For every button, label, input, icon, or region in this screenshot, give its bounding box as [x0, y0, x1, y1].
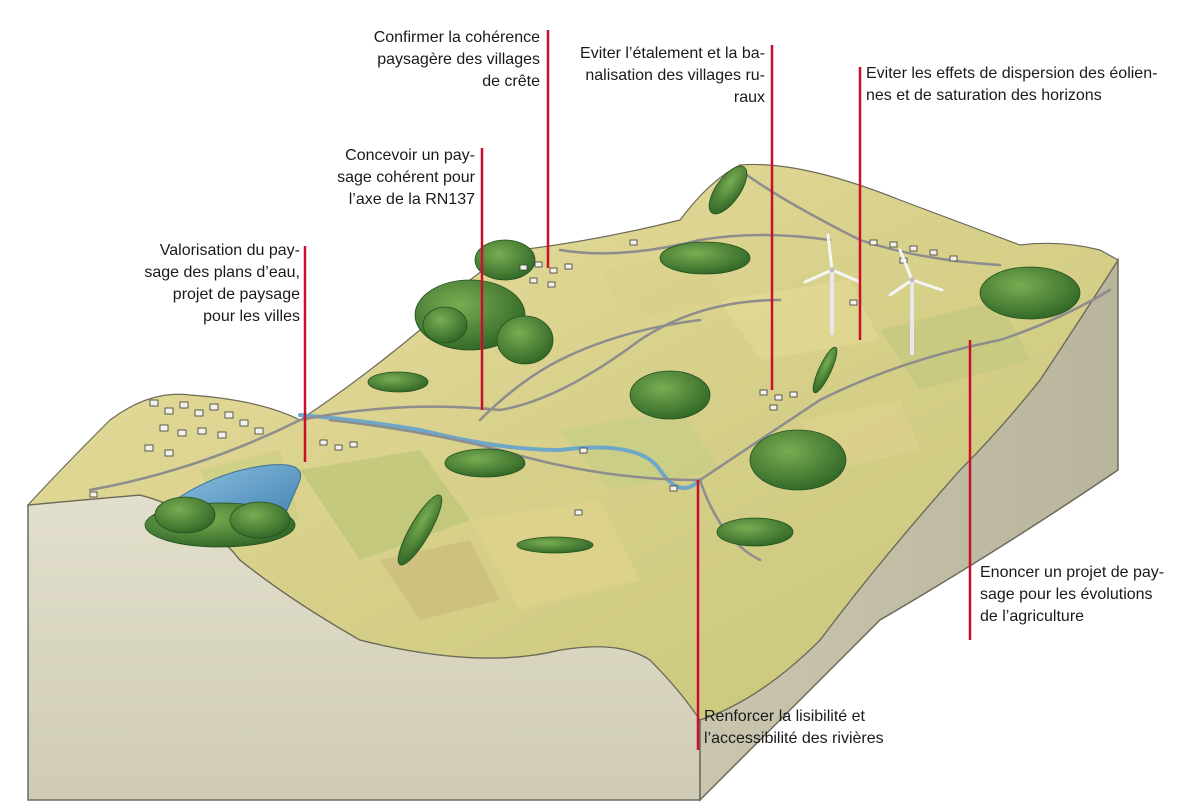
hedge-2 — [397, 494, 443, 566]
label-eoliennes-line-1: Eviter les effets de dispersion des éoli… — [866, 65, 1158, 82]
label-rivieres-line-1: Renforcer la lisibilité et — [704, 708, 865, 725]
label-rn137-line-1: Concevoir un pay- — [345, 147, 475, 164]
forest-east-village — [749, 429, 847, 491]
label-rn137-line-2: sage cohérent pour — [337, 169, 475, 186]
label-crete: Confirmer la cohérence paysagère des vil… — [348, 27, 540, 93]
fields — [200, 255, 1030, 620]
forest-far-east — [979, 266, 1081, 320]
forest-south-east — [716, 517, 794, 547]
label-eoliennes: Eviter les effets de dispersion des éoli… — [866, 63, 1196, 107]
label-etalement-line-3: raux — [733, 89, 765, 106]
label-rivieres: Renforcer la lisibilité et l’accessibili… — [704, 706, 914, 750]
forest-center — [629, 370, 711, 420]
label-etalement: Eviter l’étalement et la ba- nalisation … — [560, 43, 765, 109]
label-crete-line-2: paysagère des villages — [377, 51, 540, 68]
label-etalement-line-1: Eviter l’étalement et la ba- — [580, 45, 765, 62]
label-plans-eau-line-2: sage des plans d’eau, — [144, 264, 300, 281]
villages — [89, 239, 958, 516]
label-agriculture: Enoncer un projet de pay- sage pour les … — [980, 562, 1190, 628]
label-agriculture-line-2: sage pour les évolutions — [980, 586, 1153, 603]
leader-lines — [303, 30, 972, 750]
wind-turbine-2-icon — [888, 248, 944, 355]
roads — [88, 168, 1112, 562]
forests — [144, 165, 1081, 566]
label-rivieres-line-2: l’accessibilité des rivières — [704, 730, 884, 747]
forest-small-2 — [444, 448, 526, 478]
label-crete-line-1: Confirmer la cohérence — [373, 29, 540, 46]
hedge-4 — [812, 346, 838, 394]
label-plans-eau-line-4: pour les villes — [203, 308, 300, 325]
label-rn137: Concevoir un pay- sage cohérent pour l’a… — [300, 145, 475, 211]
forest-north — [659, 241, 751, 275]
label-plans-eau-line-3: projet de paysage — [172, 286, 300, 303]
forest-small-1 — [367, 371, 429, 393]
label-agriculture-line-1: Enoncer un projet de pay- — [980, 564, 1165, 581]
label-eoliennes-line-2: nes et de saturation des horizons — [866, 87, 1102, 104]
label-rn137-line-3: l’axe de la RN137 — [348, 191, 475, 208]
label-agriculture-line-3: de l’agriculture — [980, 608, 1085, 625]
label-crete-line-3: de crête — [482, 73, 540, 90]
wind-turbine-1-icon — [803, 233, 862, 335]
label-plans-eau: Valorisation du pay- sage des plans d’ea… — [130, 240, 300, 328]
wind-turbines — [803, 233, 944, 355]
label-plans-eau-line-1: Valorisation du pay- — [159, 242, 300, 259]
river — [298, 413, 702, 490]
label-etalement-line-2: nalisation des villages ru- — [585, 67, 765, 84]
hedge-1 — [708, 165, 748, 215]
hedge-3 — [516, 536, 594, 554]
